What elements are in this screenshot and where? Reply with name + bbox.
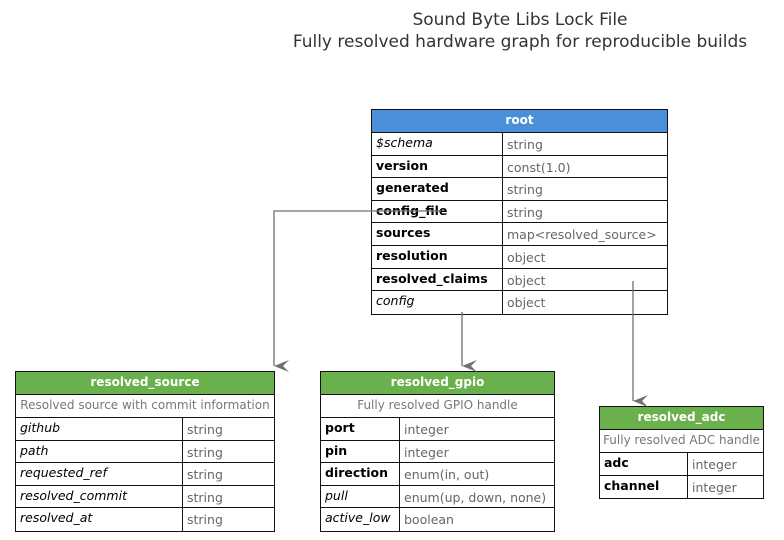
entity-description-resolved-gpio: Fully resolved GPIO handle xyxy=(321,395,554,418)
field-type: string xyxy=(187,489,223,505)
field-name: pin xyxy=(321,440,400,463)
field-name: path xyxy=(16,440,183,463)
field-type: object xyxy=(507,295,546,311)
field-type: integer xyxy=(404,422,449,437)
field-name: resolved_commit xyxy=(16,485,183,508)
entity-resolved-gpio: resolved_gpio Fully resolved GPIO handle… xyxy=(320,371,555,532)
field-type: string xyxy=(507,137,543,152)
entity-resolved-source: resolved_source Resolved source with com… xyxy=(15,371,275,532)
field-name: pull xyxy=(321,485,400,508)
field-type: string xyxy=(187,467,223,483)
field-type: boolean xyxy=(404,512,454,528)
field-name: direction xyxy=(321,463,400,485)
field-type: integer xyxy=(404,444,449,460)
field-type: const(1.0) xyxy=(507,159,571,175)
entity-header-resolved-source: resolved_source xyxy=(16,372,274,395)
entity-header-resolved-gpio: resolved_gpio xyxy=(321,372,554,395)
field-name: port xyxy=(321,418,400,440)
field-type: string xyxy=(187,444,223,460)
field-name: channel xyxy=(600,475,688,499)
entity-header-root: root xyxy=(372,110,667,133)
field-type: string xyxy=(187,422,223,437)
field-type: object xyxy=(507,272,546,288)
field-type: object xyxy=(507,249,546,265)
field-type: string xyxy=(187,512,223,528)
field-name: github xyxy=(16,418,183,440)
diagram-title: Sound Byte Libs Lock File xyxy=(412,10,628,30)
field-type: integer xyxy=(692,457,737,472)
field-type: map<resolved_source> xyxy=(507,227,657,243)
diagram-subtitle: Fully resolved hardware graph for reprod… xyxy=(292,32,748,52)
field-type: string xyxy=(507,204,543,220)
field-row-root--schema: $schema string xyxy=(372,133,667,156)
entity-description-resolved-adc: Fully resolved ADC handle xyxy=(600,430,763,453)
field-name: config xyxy=(372,291,503,314)
entity-resolved-adc: resolved_adc Fully resolved ADC handle a… xyxy=(599,406,764,500)
field-name: requested_ref xyxy=(16,463,183,485)
field-name: $schema xyxy=(372,133,503,155)
field-row-resolved-gpio-port: port integer xyxy=(321,418,554,441)
field-type: string xyxy=(507,182,543,198)
field-type: enum(up, down, none) xyxy=(404,489,547,505)
field-name: resolution xyxy=(372,245,503,268)
field-name: adc xyxy=(600,453,688,475)
field-row-resolved-adc-adc: adc integer xyxy=(600,453,763,476)
entity-header-resolved-adc: resolved_adc xyxy=(600,407,763,430)
entity-description-resolved-source: Resolved source with commit information xyxy=(16,395,274,418)
field-type: integer xyxy=(692,479,737,495)
field-name: sources xyxy=(372,223,503,245)
field-name: active_low xyxy=(321,508,400,531)
field-name: resolved_claims xyxy=(372,268,503,291)
field-name: generated xyxy=(372,178,503,200)
field-name: resolved_at xyxy=(16,508,183,531)
field-name: version xyxy=(372,155,503,178)
field-name: config_file xyxy=(372,200,503,223)
field-row-resolved-source-github: github string xyxy=(16,418,274,441)
field-type: enum(in, out) xyxy=(404,467,490,483)
